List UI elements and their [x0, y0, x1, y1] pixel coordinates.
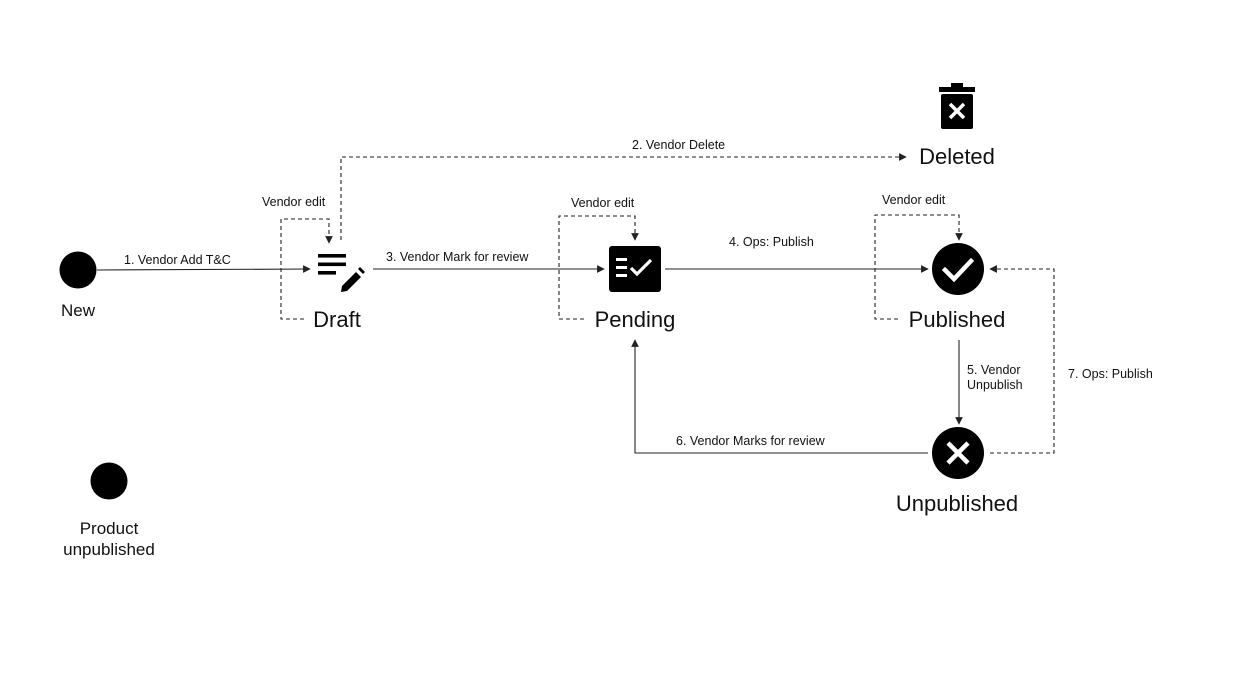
published-state-label: Published — [909, 307, 1006, 332]
draft-state-label: Draft — [313, 307, 361, 332]
edge-label-vendor-add-tc: 1. Vendor Add T&C — [124, 253, 231, 267]
legend-label-line2: unpublished — [63, 540, 155, 559]
new-state-label: New — [61, 301, 96, 320]
legend-label-line1: Product — [80, 519, 139, 538]
pending-state-label: Pending — [595, 307, 676, 332]
edge-label-vendor-mark-review: 3. Vendor Mark for review — [386, 250, 529, 264]
unpublished-state-label: Unpublished — [896, 491, 1018, 516]
edge-new-to-draft — [96, 265, 311, 273]
edge-label-vendor-unpublish-2: Unpublish — [967, 378, 1023, 392]
edge-label-draft-vendor-edit: Vendor edit — [262, 195, 326, 209]
trash-icon — [939, 83, 975, 129]
fact-check-icon — [609, 246, 661, 292]
edge-label-vendor-delete: 2. Vendor Delete — [632, 138, 725, 152]
edge-label-vendor-marks-review: 6. Vendor Marks for review — [676, 434, 826, 448]
edge-unpublished-to-published — [989, 265, 1055, 454]
deleted-state-label: Deleted — [919, 144, 995, 169]
edge-draft-self-loop — [280, 218, 333, 320]
edge-pending-self-loop — [558, 215, 639, 320]
edge-unpublished-to-pending — [631, 339, 928, 454]
check-circle-icon — [932, 243, 984, 295]
edge-label-published-vendor-edit: Vendor edit — [882, 193, 946, 207]
edge-label-ops-publish: 4. Ops: Publish — [729, 235, 814, 249]
cancel-circle-icon — [932, 427, 984, 479]
edge-label-vendor-unpublish-1: 5. Vendor — [967, 363, 1021, 377]
edge-label-ops-publish-2: 7. Ops: Publish — [1068, 367, 1153, 381]
legend-dot — [90, 462, 128, 500]
edit-note-icon — [318, 254, 365, 292]
edge-label-pending-vendor-edit: Vendor edit — [571, 196, 635, 210]
new-state-dot — [59, 251, 97, 289]
edge-published-self-loop — [874, 214, 963, 320]
